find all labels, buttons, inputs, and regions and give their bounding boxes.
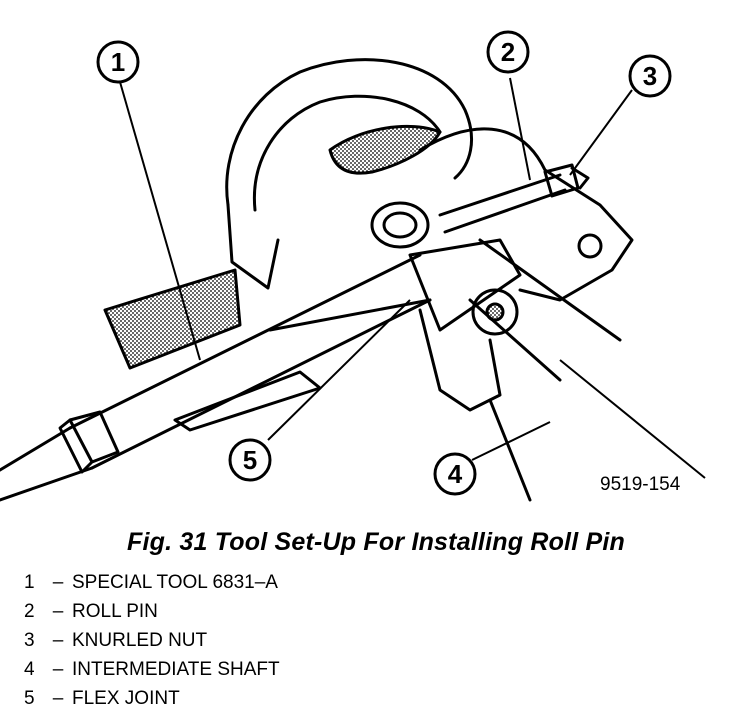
leader-line-code (559, 359, 706, 479)
legend-label: KNURLED NUT (72, 630, 208, 651)
leader-line-1 (119, 81, 201, 361)
pulley-stippled-face (328, 125, 442, 175)
figure-code: 9519-154 (600, 474, 681, 495)
callout-2-number: 2 (501, 37, 515, 67)
legend-dash: – (52, 659, 64, 680)
leader-line-5 (267, 299, 411, 441)
threaded-rod (438, 173, 567, 234)
legend-label: INTERMEDIATE SHAFT (72, 659, 280, 680)
callout-2: 2 (486, 30, 530, 74)
legend-label: SPECIAL TOOL 6831–A (72, 572, 278, 593)
tool-handle-end (0, 426, 94, 502)
legend-item: 3–KNURLED NUT (24, 626, 280, 655)
legend-dash: – (52, 688, 64, 709)
legend-item: 2–ROLL PIN (24, 597, 280, 626)
legend-number: 1 (24, 572, 35, 593)
legend-dash: – (52, 630, 64, 651)
callout-5: 5 (228, 438, 272, 482)
callout-1-number: 1 (111, 47, 125, 77)
legend-number: 5 (24, 688, 35, 709)
pulley-inner-rim (252, 94, 442, 212)
pulley-housing (225, 58, 474, 207)
callout-4-number: 4 (448, 459, 463, 489)
callout-5-number: 5 (243, 445, 257, 475)
callout-1: 1 (96, 40, 140, 84)
legend-label: FLEX JOINT (72, 688, 180, 709)
rod-tip (570, 166, 590, 190)
pivot-bolt (471, 288, 519, 336)
pulley-flange (226, 203, 280, 290)
legend-label: ROLL PIN (72, 601, 158, 622)
legend-dash: – (52, 601, 64, 622)
legend-item: 5–FLEX JOINT (24, 684, 280, 713)
leader-line-3 (569, 89, 633, 176)
flex-joint-arm (418, 308, 502, 412)
column-block (103, 268, 242, 370)
legend-item: 1–SPECIAL TOOL 6831–A (24, 568, 280, 597)
legend-dash: – (52, 572, 64, 593)
flex-joint-collar (370, 201, 430, 249)
special-tool-bar (68, 253, 432, 470)
callout-3-number: 3 (643, 61, 657, 91)
leader-line-4 (471, 421, 551, 461)
callout-3: 3 (628, 54, 672, 98)
tool-hex-nut (58, 410, 120, 474)
lower-rail-edge (268, 298, 432, 332)
bracket-hole (577, 233, 603, 259)
lower-rail (173, 370, 322, 432)
legend-item: 4–INTERMEDIATE SHAFT (24, 655, 280, 684)
pivot-bolt-center (485, 302, 505, 322)
figure-caption: Fig. 31 Tool Set-Up For Installing Roll … (127, 528, 625, 556)
leader-line-2 (509, 77, 531, 181)
tool-setup-illustration: 1 2 3 4 5 9519-154 (0, 30, 706, 502)
legend-number: 2 (24, 601, 35, 622)
intermediate-shaft (468, 238, 622, 502)
callout-4: 4 (433, 452, 477, 496)
callout-legend: 1–SPECIAL TOOL 6831–A 2–ROLL PIN 3–KNURL… (24, 568, 280, 713)
flex-joint-yoke (408, 238, 522, 332)
legend-number: 4 (24, 659, 35, 680)
knurled-nut (543, 163, 580, 198)
legend-number: 3 (24, 630, 35, 651)
mounting-bracket (418, 127, 634, 302)
flex-joint-collar-inner (382, 211, 418, 239)
